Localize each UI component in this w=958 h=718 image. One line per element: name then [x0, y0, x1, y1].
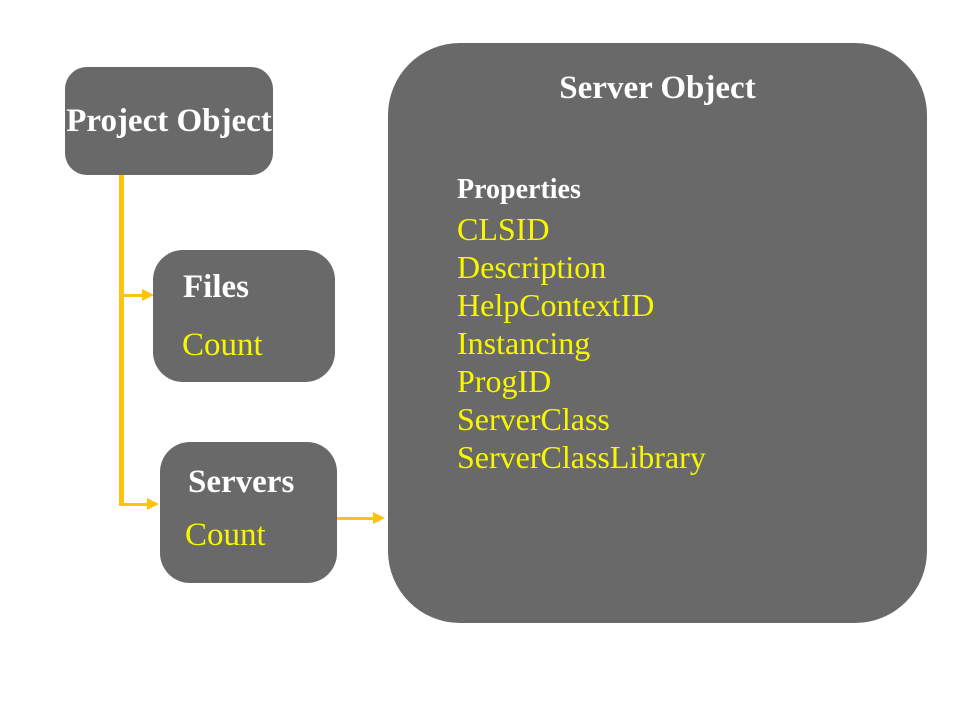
project-branch-vertical-line — [119, 175, 124, 506]
project-to-servers-line — [123, 503, 147, 506]
files-arrowhead-icon — [142, 289, 154, 301]
server-object-property-list: CLSID Description HelpContextID Instanci… — [457, 210, 706, 476]
node-server-object: Server Object Properties CLSID Descripti… — [388, 43, 927, 623]
property-item: Description — [457, 249, 607, 285]
node-files: Files Count — [153, 250, 335, 382]
server-object-properties-label: Properties — [457, 174, 581, 205]
server-object-title: Server Object — [559, 70, 756, 106]
files-member-count: Count — [182, 327, 263, 363]
node-servers: Servers Count — [160, 442, 337, 583]
files-title: Files — [183, 269, 249, 305]
node-project-object: Project Object — [65, 67, 273, 175]
property-item: Instancing — [457, 325, 591, 361]
servers-title: Servers — [188, 464, 295, 500]
project-to-files-line — [123, 294, 142, 297]
serverobject-arrowhead-icon — [373, 512, 385, 524]
servers-arrowhead-icon — [147, 498, 159, 510]
property-item: ServerClassLibrary — [457, 439, 706, 475]
property-item: ProgID — [457, 363, 552, 399]
project-object-title: Project Object — [66, 102, 272, 139]
servers-to-serverobject-line — [336, 517, 373, 520]
servers-member-count: Count — [185, 517, 266, 553]
property-item: CLSID — [457, 211, 550, 247]
property-item: HelpContextID — [457, 287, 655, 323]
property-item: ServerClass — [457, 401, 610, 437]
